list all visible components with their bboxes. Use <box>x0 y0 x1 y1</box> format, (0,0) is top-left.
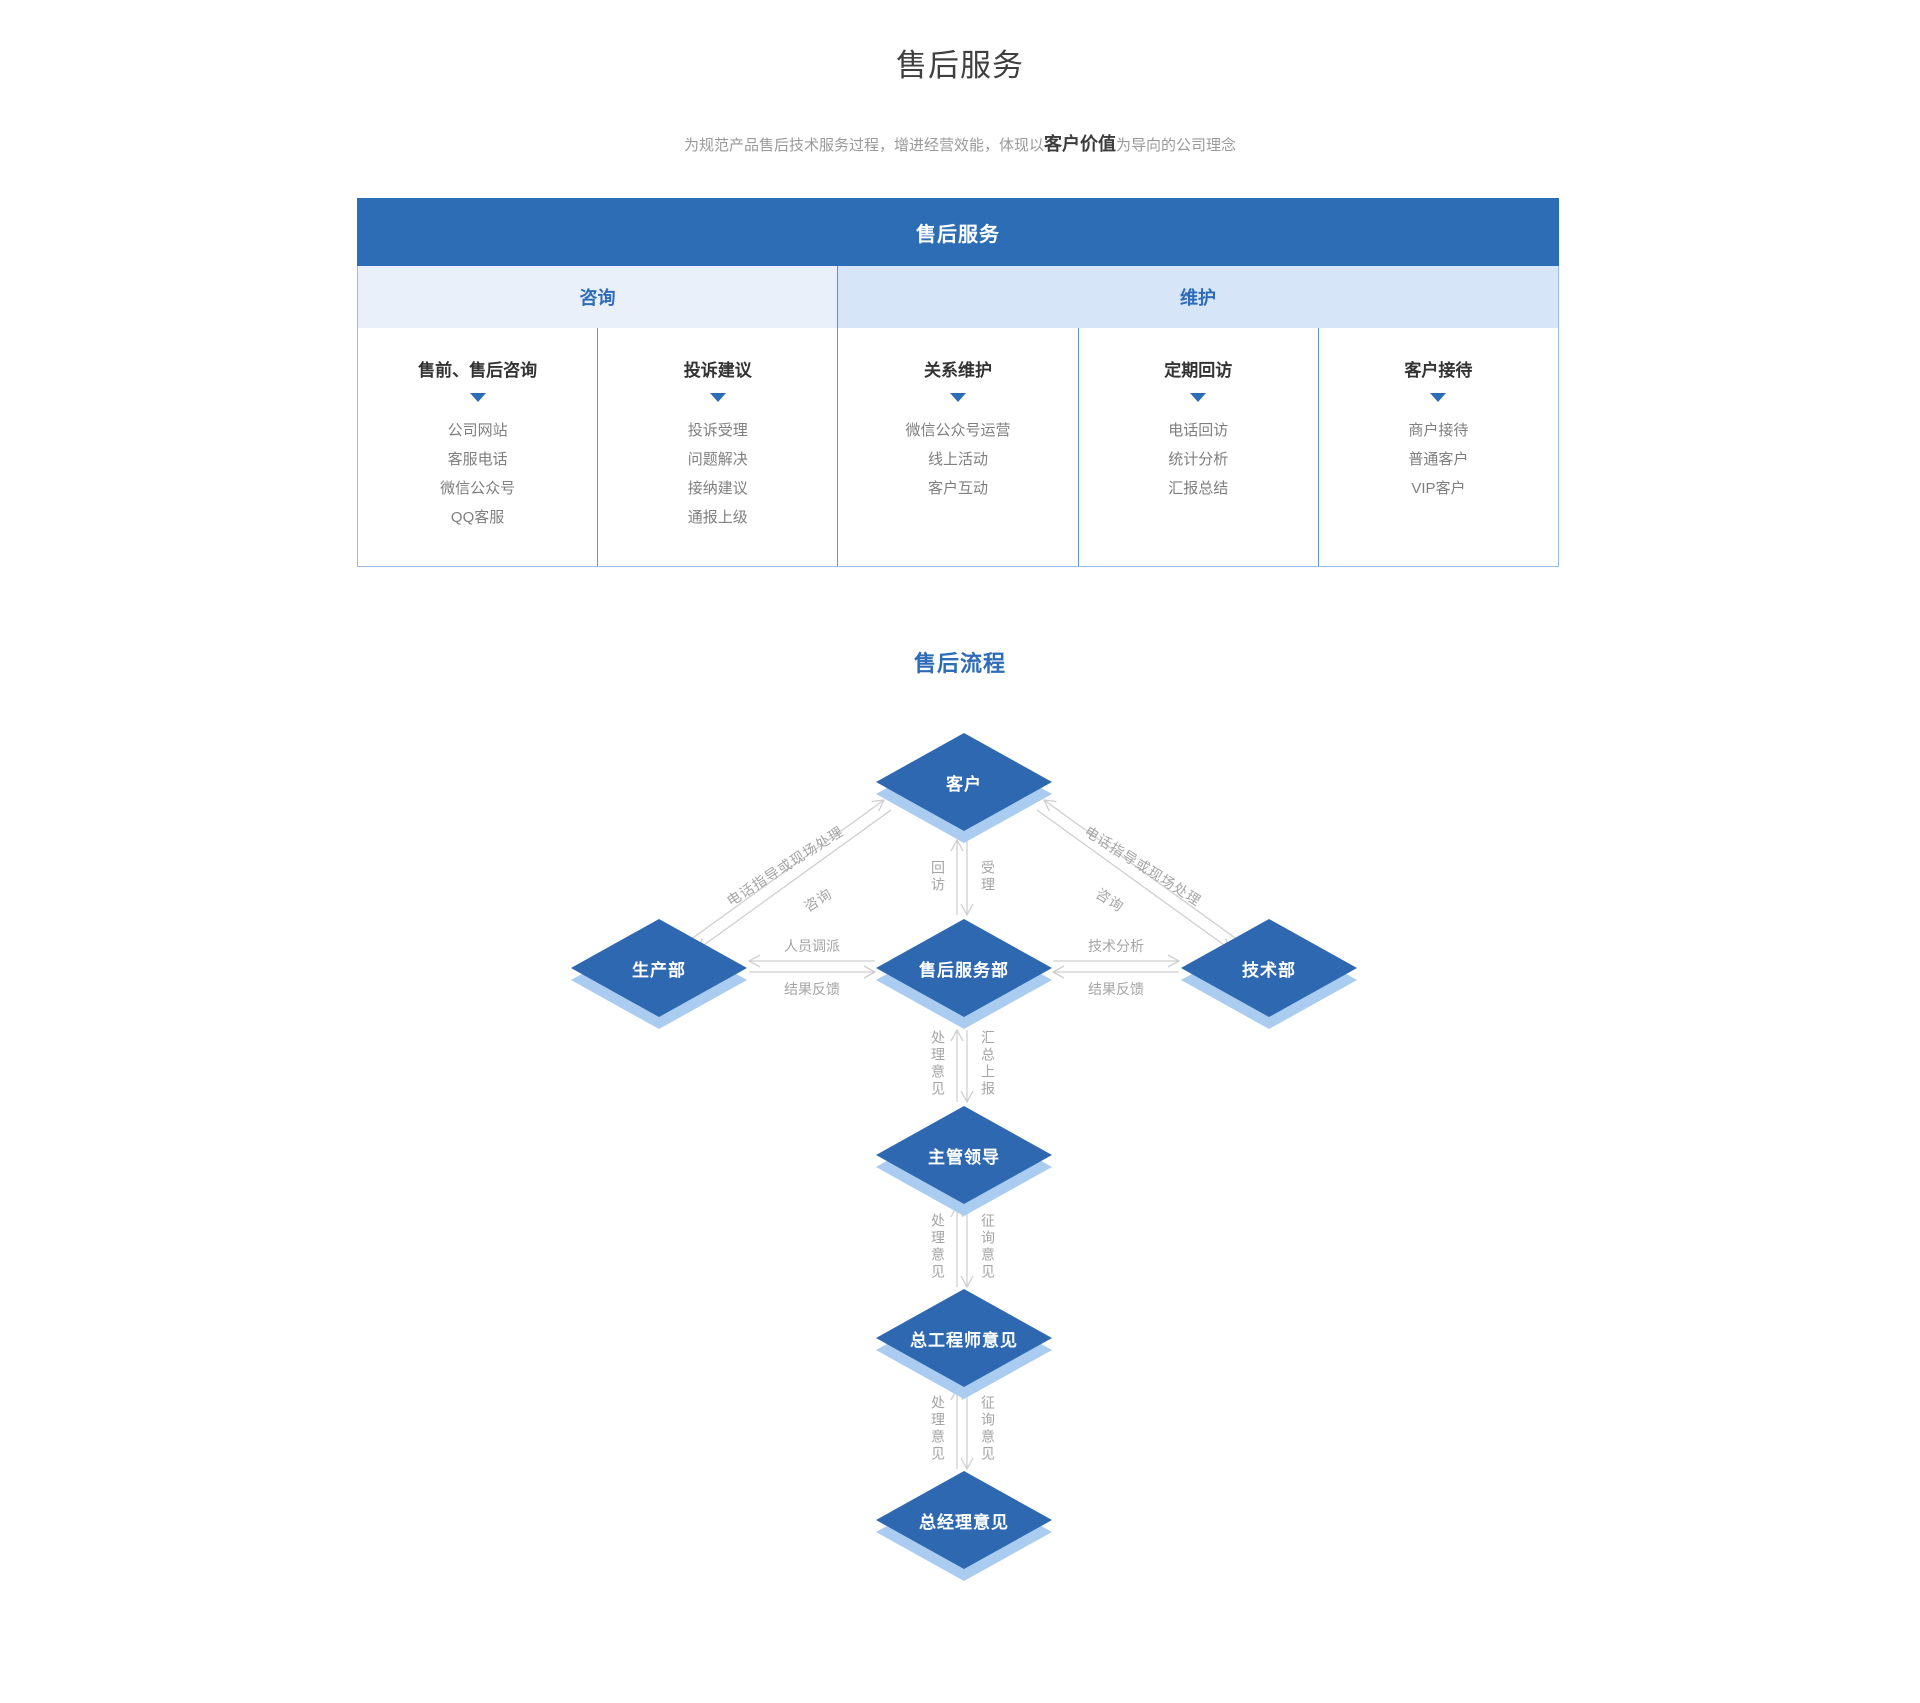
list-item: 汇报总结 <box>1168 480 1229 497</box>
edge-label-dispatch: 人员调派 <box>784 938 840 954</box>
connector-analysis <box>1053 954 1181 968</box>
list-item: 商户接待 <box>1408 422 1469 439</box>
diamond-face: 技术部 <box>1181 919 1357 1017</box>
connector-revisit <box>950 838 964 915</box>
list-item: 线上活动 <box>928 451 989 468</box>
connector-handle-opinion-2 <box>950 1204 964 1287</box>
connector-handle-opinion-1 <box>950 1028 964 1102</box>
down-triangle-icon <box>469 393 486 402</box>
column-title: 投诉建议 <box>683 361 752 380</box>
diamond-face: 售后服务部 <box>876 919 1052 1017</box>
column-title: 关系维护 <box>924 361 992 380</box>
column-presale-consult: 售前、售后咨询 公司网站 客服电话 微信公众号 QQ客服 <box>358 328 597 566</box>
subtitle-highlight: 客户价值 <box>1044 134 1116 154</box>
service-table-body: 售前、售后咨询 公司网站 客服电话 微信公众号 QQ客服 投诉建议 投诉受理 问… <box>357 328 1559 567</box>
flow-node-aftersales: 售后服务部 <box>876 919 1052 1029</box>
list-item: 微信公众号 <box>440 480 516 497</box>
column-reception: 客户接待 商户接待 普通客户 VIP客户 <box>1317 328 1558 566</box>
column-revisit: 定期回访 电话回访 统计分析 汇报总结 <box>1077 328 1318 566</box>
edge-label-accept: 受理 <box>980 860 996 894</box>
column-title: 定期回访 <box>1164 361 1233 380</box>
column-title: 客户接待 <box>1404 361 1473 380</box>
list-item: VIP客户 <box>1411 480 1466 497</box>
list-item: QQ客服 <box>450 509 505 526</box>
list-item: 公司网站 <box>447 422 508 439</box>
flow-node-chief-engineer: 总工程师意见 <box>876 1289 1052 1399</box>
connector-report-up <box>960 1030 974 1104</box>
node-label: 售后服务部 <box>919 960 1009 980</box>
diamond-face: 生产部 <box>571 919 747 1017</box>
column-title: 售前、售后咨询 <box>418 361 538 380</box>
list-item: 电话回访 <box>1168 422 1229 439</box>
edge-label-handle-opinion-3: 处理意见 <box>930 1395 946 1463</box>
group-consult: 咨询 <box>357 266 837 328</box>
service-table-groups: 咨询 维护 <box>357 266 1559 328</box>
flow-node-customer: 客户 <box>876 733 1052 843</box>
down-triangle-icon <box>709 393 726 402</box>
edge-label-handle-opinion-2: 处理意见 <box>930 1213 946 1281</box>
node-label: 生产部 <box>632 960 686 980</box>
service-table-header: 售后服务 <box>357 198 1559 266</box>
page-title: 售后服务 <box>896 48 1024 83</box>
connector-handle-opinion-3 <box>950 1387 964 1469</box>
subtitle-pre: 为规范产品售后技术服务过程，增进经营效能，体现以 <box>683 137 1044 154</box>
flow-heading: 售后流程 <box>913 651 1006 676</box>
node-label: 总工程师意见 <box>910 1330 1018 1350</box>
list-item: 投诉受理 <box>687 422 748 439</box>
service-table: 售后服务 咨询 维护 售前、售后咨询 公司网站 客服电话 微信公众号 QQ客服 … <box>357 198 1559 567</box>
down-triangle-icon <box>1190 393 1207 402</box>
list-item: 客户互动 <box>928 480 989 497</box>
column-relationship: 关系维护 微信公众号运营 线上活动 客户互动 <box>837 328 1077 566</box>
diamond-face: 总工程师意见 <box>876 1289 1052 1387</box>
connector-consult-opinion-2 <box>960 1389 974 1471</box>
flow-node-general-manager: 总经理意见 <box>876 1471 1052 1581</box>
connector-feedback-right <box>1051 965 1179 979</box>
flow-node-production: 生产部 <box>571 919 747 1029</box>
edge-label-report-up: 汇总上报 <box>980 1030 996 1098</box>
list-item: 统计分析 <box>1168 451 1229 468</box>
edge-label-consult-opinion-1: 征询意见 <box>980 1213 996 1281</box>
diamond-face: 客户 <box>876 733 1052 831</box>
group-maintain: 维护 <box>837 266 1559 328</box>
down-triangle-icon <box>1430 393 1447 402</box>
connector-feedback-left <box>749 965 877 979</box>
flow-node-tech: 技术部 <box>1181 919 1357 1029</box>
column-complaint: 投诉建议 投诉受理 问题解决 接纳建议 通报上级 <box>597 328 837 566</box>
connector-dispatch <box>747 954 875 968</box>
connector-accept <box>960 840 974 917</box>
edge-label-consult-right: 咨询 <box>1093 885 1127 915</box>
node-label: 主管领导 <box>928 1147 1000 1167</box>
diamond-face: 主管领导 <box>876 1106 1052 1204</box>
edge-label-feedback-right: 结果反馈 <box>1088 981 1144 997</box>
subtitle-post: 为导向的公司理念 <box>1116 137 1237 154</box>
list-item: 通报上级 <box>687 509 748 526</box>
list-item: 问题解决 <box>687 451 748 468</box>
edge-label-feedback-left: 结果反馈 <box>784 981 840 997</box>
diamond-face: 总经理意见 <box>876 1471 1052 1569</box>
page-subtitle: 为规范产品售后技术服务过程，增进经营效能，体现以客户价值为导向的公司理念 <box>0 130 1920 156</box>
down-triangle-icon <box>950 393 966 402</box>
flow-node-supervisor: 主管领导 <box>876 1106 1052 1216</box>
list-item: 普通客户 <box>1408 451 1469 468</box>
list-item: 接纳建议 <box>687 480 748 497</box>
edge-label-handle-opinion-1: 处理意见 <box>930 1030 946 1098</box>
node-label: 技术部 <box>1242 960 1296 980</box>
connector-consult-opinion-1 <box>960 1206 974 1289</box>
edge-label-consult-left: 咨询 <box>801 885 835 915</box>
node-label: 总经理意见 <box>919 1512 1009 1532</box>
list-item: 微信公众号运营 <box>905 422 1011 439</box>
edge-label-consult-opinion-2: 征询意见 <box>980 1395 996 1463</box>
node-label: 客户 <box>946 774 982 794</box>
list-item: 客服电话 <box>447 451 508 468</box>
edge-label-revisit: 回访 <box>930 860 946 894</box>
edge-label-analysis: 技术分析 <box>1088 938 1144 954</box>
